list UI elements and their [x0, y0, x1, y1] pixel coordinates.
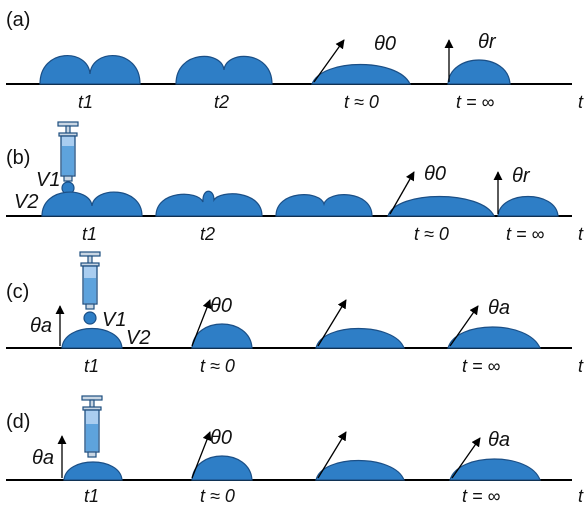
panel-d: (d) θa θ0 θa t1 t ≈ 0 t = ∞ t — [6, 395, 584, 506]
panel-a: (a) θ0 θr t1 t2 t ≈ 0 t = ∞ t — [6, 9, 584, 112]
panel-b-time-2: t2 — [200, 224, 215, 244]
panel-d-syringe-liquid — [86, 424, 98, 451]
panel-c-time-2: t ≈ 0 — [200, 356, 235, 376]
panel-c: (c) θa θ0 θa V1 V2 t1 t ≈ 0 t = ∞ — [6, 251, 584, 376]
panel-a-angle-theta0: θ0 — [374, 33, 396, 55]
panel-d-syringe-needle — [87, 451, 97, 458]
panel-d-angle-thetaa-right: θa — [488, 429, 510, 451]
panel-d-time-4: t — [578, 486, 584, 506]
panel-b-time-1: t1 — [82, 224, 97, 244]
panel-b: (b) θ0 θr V1 V2 t1 t2 t ≈ 0 t = ∞ — [6, 121, 584, 244]
panel-b-volume-v1: V1 — [36, 169, 60, 191]
panel-c-volume-v2: V2 — [126, 327, 150, 349]
panel-d-droplet-t1 — [63, 461, 123, 481]
panel-c-droplet-initial — [191, 323, 253, 349]
panel-c-time-4: t — [578, 356, 584, 376]
panel-c-droplet-spreading — [315, 327, 405, 349]
panel-b-droplet-pair-3 — [275, 194, 373, 217]
panel-b-droplet-pair-t1 — [41, 191, 143, 217]
panel-d-angle-theta0: θ0 — [210, 427, 232, 449]
panel-d-syringe — [81, 395, 103, 458]
panel-a-time-5: t — [578, 92, 584, 112]
panel-c-angle-arrow-spreading — [317, 299, 347, 347]
panel-c-angle-theta0: θ0 — [210, 295, 232, 317]
panel-a-droplet-receded — [447, 59, 511, 85]
panel-a-time-4: t = ∞ — [456, 92, 495, 112]
panel-b-angle-arrow-theta0 — [389, 171, 415, 215]
panel-b-droplet-merged — [387, 195, 495, 217]
panel-d-syringe-plunger-cap — [81, 395, 103, 401]
panel-d-angle-thetaa-left: θa — [32, 447, 54, 469]
panel-b-label: (b) — [6, 147, 30, 169]
panel-a-droplet-pair-t1 — [39, 55, 141, 85]
panel-b-angle-thetar: θr — [512, 165, 531, 187]
panel-b-syringe-needle — [63, 175, 73, 182]
panel-b-angle-theta0: θ0 — [424, 163, 446, 185]
panel-c-syringe — [79, 251, 101, 310]
panel-a-angle-thetar: θr — [478, 31, 497, 53]
panel-c-label: (c) — [6, 281, 29, 303]
panel-c-syringe-liquid — [84, 278, 96, 303]
panel-d-angle-arrow-theta0 — [191, 431, 212, 479]
panel-b-droplet-pair-t2 — [155, 190, 263, 217]
panel-b-syringe — [57, 121, 79, 182]
panel-c-time-3: t = ∞ — [462, 356, 501, 376]
panel-d-label: (d) — [6, 411, 30, 433]
panel-d-droplet-spreading — [315, 459, 405, 481]
panel-c-angle-thetaa-right: θa — [488, 297, 510, 319]
panel-c-syringe-needle — [85, 303, 95, 310]
panel-c-droplet-advanced — [447, 326, 541, 349]
panel-b-volume-v2: V2 — [14, 191, 38, 213]
panel-d-time-3: t = ∞ — [462, 486, 501, 506]
panel-a-droplet-merged — [311, 63, 411, 85]
panel-a-droplet-pair-t2 — [175, 55, 273, 85]
panel-d-time-2: t ≈ 0 — [200, 486, 235, 506]
panel-c-angle-thetaa-left: θa — [30, 315, 52, 337]
panel-b-syringe-liquid — [62, 146, 74, 175]
panel-c-droplet-t1 — [61, 328, 123, 349]
panel-c-droplet-v1 — [83, 311, 97, 325]
panel-a-time-2: t2 — [214, 92, 229, 112]
panel-c-syringe-plunger-cap — [79, 251, 101, 257]
panel-c-angle-arrow-thetaa-right — [449, 305, 479, 347]
panel-d-angle-arrow-spreading — [317, 431, 347, 479]
panel-c-volume-v1: V1 — [102, 309, 126, 331]
panel-b-droplet-receded — [497, 196, 559, 217]
panel-c-time-1: t1 — [84, 356, 99, 376]
panel-a-time-1: t1 — [78, 92, 93, 112]
panel-b-time-4: t = ∞ — [506, 224, 545, 244]
panel-d-droplet-advanced — [449, 458, 541, 481]
panel-d-droplet-initial — [191, 455, 253, 481]
panel-a-label: (a) — [6, 9, 30, 31]
panel-d-time-1: t1 — [84, 486, 99, 506]
panel-c-angle-arrow-theta0 — [191, 299, 212, 347]
panel-a-angle-arrow-theta0 — [313, 39, 345, 83]
panel-a-time-3: t ≈ 0 — [344, 92, 379, 112]
panel-b-time-3: t ≈ 0 — [414, 224, 449, 244]
panel-d-angle-arrow-thetaa-right — [451, 437, 481, 479]
panel-b-time-5: t — [578, 224, 584, 244]
